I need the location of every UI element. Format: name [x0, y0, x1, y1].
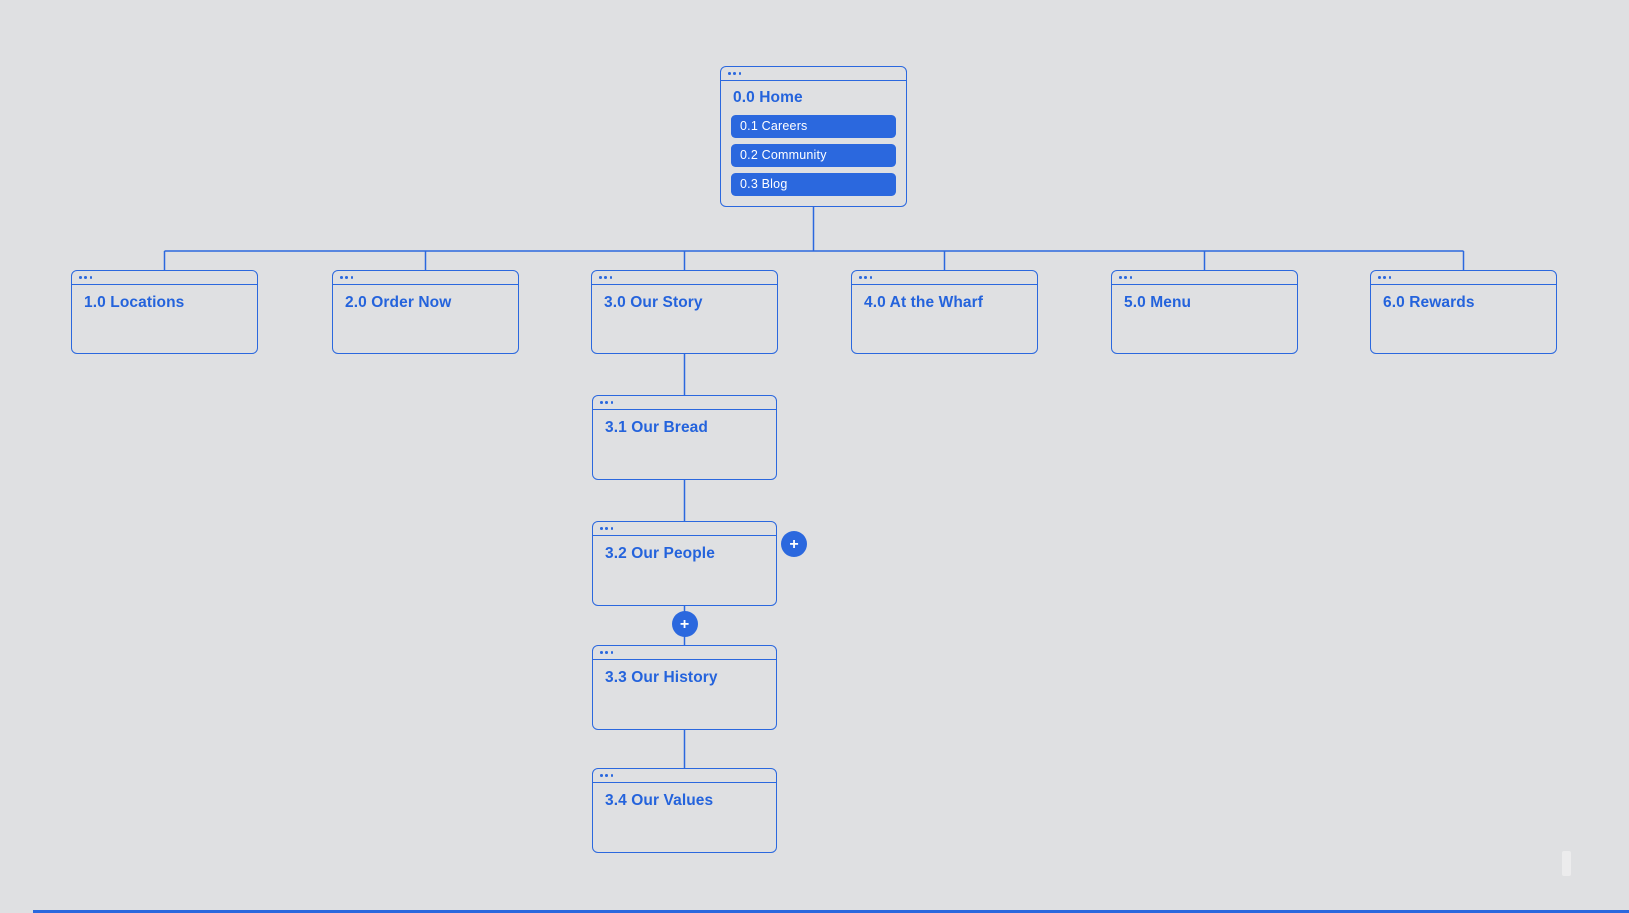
card-header — [592, 271, 777, 285]
card-header — [1112, 271, 1297, 285]
node-title: 5.0 Menu — [1124, 293, 1192, 311]
node-title: 6.0 Rewards — [1383, 293, 1475, 311]
ellipsis-icon[interactable] — [600, 526, 614, 530]
node-card-our-bread[interactable]: 3.1 Our Bread — [592, 395, 777, 480]
child-pill-community[interactable]: 0.2 Community — [731, 143, 896, 167]
node-title: 3.3 Our History — [605, 668, 718, 686]
node-title: 4.0 At the Wharf — [864, 293, 984, 311]
ellipsis-icon[interactable] — [600, 400, 614, 404]
card-header — [593, 646, 776, 660]
card-header — [721, 67, 906, 81]
ellipsis-icon[interactable] — [340, 275, 354, 279]
ellipsis-icon[interactable] — [600, 773, 614, 777]
card-header — [333, 271, 518, 285]
child-pill-blog[interactable]: 0.3 Blog — [731, 172, 896, 196]
card-header — [72, 271, 257, 285]
ellipsis-icon[interactable] — [728, 71, 742, 75]
ellipsis-icon[interactable] — [1119, 275, 1133, 279]
ellipsis-icon[interactable] — [1378, 275, 1392, 279]
ellipsis-icon[interactable] — [79, 275, 93, 279]
node-title: 3.4 Our Values — [605, 791, 714, 809]
node-title: 0.0 Home — [733, 88, 803, 106]
card-header — [593, 769, 776, 783]
node-card-our-values[interactable]: 3.4 Our Values — [592, 768, 777, 853]
node-card-locations[interactable]: 1.0 Locations — [71, 270, 258, 354]
ellipsis-icon[interactable] — [599, 275, 613, 279]
ellipsis-icon[interactable] — [600, 650, 614, 654]
node-title: 3.1 Our Bread — [605, 418, 708, 436]
node-title: 3.2 Our People — [605, 544, 715, 562]
node-card-our-history[interactable]: 3.3 Our History — [592, 645, 777, 730]
node-card-rewards[interactable]: 6.0 Rewards — [1370, 270, 1557, 354]
node-title: 3.0 Our Story — [604, 293, 703, 311]
watermark — [1562, 851, 1571, 876]
node-title: 2.0 Order Now — [345, 293, 452, 311]
plus-icon: + — [789, 535, 799, 553]
bottom-toolbar-edge — [33, 910, 1629, 913]
card-header — [852, 271, 1037, 285]
child-pill-careers[interactable]: 0.1 Careers — [731, 114, 896, 138]
plus-icon: + — [679, 615, 690, 633]
node-card-at-the-wharf[interactable]: 4.0 At the Wharf — [851, 270, 1038, 354]
ellipsis-icon[interactable] — [859, 275, 873, 279]
child-pill-list: 0.1 Careers 0.2 Community 0.3 Blog — [731, 114, 896, 196]
card-header — [593, 522, 776, 536]
node-title: 1.0 Locations — [84, 293, 185, 311]
card-header — [1371, 271, 1556, 285]
add-node-between-button[interactable]: + — [671, 611, 698, 637]
node-card-order-now[interactable]: 2.0 Order Now — [332, 270, 519, 354]
card-header — [593, 396, 776, 410]
node-card-our-story[interactable]: 3.0 Our Story — [591, 270, 778, 354]
node-card-our-people[interactable]: 3.2 Our People — [592, 521, 777, 606]
node-card-home[interactable]: 0.0 Home 0.1 Careers 0.2 Community 0.3 B… — [720, 66, 907, 207]
add-sibling-button[interactable]: + — [781, 531, 807, 557]
node-card-menu[interactable]: 5.0 Menu — [1111, 270, 1298, 354]
